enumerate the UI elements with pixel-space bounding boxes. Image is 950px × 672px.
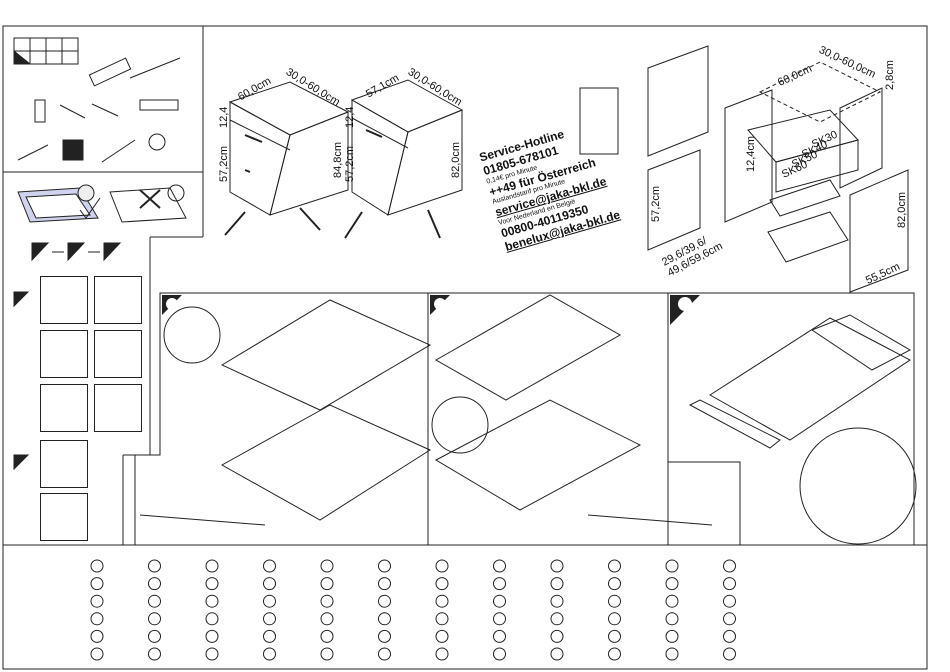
part-box-shelf-pin (94, 384, 142, 432)
checklist-circle[interactable] (263, 594, 276, 608)
checklist-circle[interactable] (550, 559, 564, 573)
checklist-circle[interactable] (608, 559, 621, 573)
checklist-circle[interactable] (205, 559, 219, 573)
checklist-circle[interactable] (493, 612, 506, 626)
checklist-circle[interactable] (493, 629, 506, 643)
checklist-circle[interactable] (90, 647, 104, 661)
checklist-circle[interactable] (435, 577, 449, 591)
checklist-circle[interactable] (723, 647, 736, 661)
checklist-circle[interactable] (263, 629, 276, 643)
checklist-circle[interactable] (90, 559, 104, 573)
checklist-circle[interactable] (723, 577, 736, 591)
part-box-hinge-plate (40, 384, 88, 432)
checklist-circle[interactable] (90, 612, 104, 626)
checklist-circle[interactable] (550, 612, 564, 626)
checklist-circle[interactable] (263, 559, 276, 573)
checklist-circle[interactable] (435, 559, 449, 573)
checklist-circle[interactable] (435, 594, 449, 608)
checklist-circle[interactable] (205, 594, 219, 608)
checklist-circle[interactable] (550, 647, 564, 661)
checklist-circle[interactable] (723, 612, 736, 626)
checklist-circle[interactable] (378, 594, 391, 608)
checklist-circle[interactable] (608, 577, 621, 591)
checklist-circle[interactable] (148, 612, 161, 626)
checklist-circle[interactable] (378, 629, 391, 643)
checklist-circle[interactable] (263, 612, 276, 626)
checklist-circle[interactable] (148, 559, 161, 573)
cab1-total-height: 84,8cm (332, 141, 344, 178)
checklist-circle[interactable] (205, 577, 219, 591)
checklist-circle[interactable] (90, 594, 104, 608)
checklist-circle[interactable] (205, 647, 219, 661)
checklist-circle[interactable] (378, 559, 391, 573)
checklist-circle[interactable] (263, 647, 276, 661)
checklist-circle[interactable] (263, 577, 276, 591)
checklist-circle[interactable] (205, 612, 219, 626)
checklist-circle[interactable] (608, 647, 621, 661)
cab1-door-height: 57,2cm (218, 145, 230, 182)
checklist-circle[interactable] (148, 577, 161, 591)
cab2-drawer-height: 12,4 (344, 106, 356, 128)
cab1-drawer-height: 12,4 (218, 106, 230, 128)
checklist-circle[interactable] (550, 577, 564, 591)
checklist-circle[interactable] (148, 629, 161, 643)
checklist-circle[interactable] (320, 647, 334, 661)
checklist-circle[interactable] (493, 559, 506, 573)
part-box-wood-dowel (40, 493, 88, 541)
checklist-circle[interactable] (378, 577, 391, 591)
exploded-side-height: 82,0cm (896, 191, 908, 228)
checklist-circle[interactable] (550, 594, 564, 608)
checklist-circle[interactable] (665, 577, 679, 591)
cab2-total-height: 82,0cm (450, 141, 462, 178)
checklist-circle[interactable] (608, 629, 621, 643)
checklist-circle[interactable] (320, 559, 334, 573)
checklist-circle[interactable] (608, 612, 621, 626)
checklist-circle[interactable] (435, 647, 449, 661)
cab2-door-height: 57,2cm (344, 145, 356, 182)
checklist-circle[interactable] (723, 629, 736, 643)
checklist-circle[interactable] (320, 577, 334, 591)
checklist-circle[interactable] (378, 612, 391, 626)
checklist-circle[interactable] (148, 594, 161, 608)
checklist-circle[interactable] (493, 577, 506, 591)
checklist-circle[interactable] (550, 629, 564, 643)
checklist-circle[interactable] (320, 629, 334, 643)
checklist-circle[interactable] (608, 594, 621, 608)
part-box-screw (94, 330, 142, 378)
checklist-circle[interactable] (665, 629, 679, 643)
checklist-circle[interactable] (435, 629, 449, 643)
checklist-circle[interactable] (320, 594, 334, 608)
part-box-cam-lock (40, 440, 88, 488)
checklist-circle[interactable] (665, 559, 679, 573)
checklist-circle[interactable] (493, 647, 506, 661)
checklist-circle[interactable] (148, 647, 161, 661)
exploded-drawer-height: 12,4cm (745, 135, 757, 172)
checklist-circle[interactable] (723, 594, 736, 608)
checklist-circle[interactable] (435, 612, 449, 626)
checklist-circle[interactable] (493, 594, 506, 608)
checklist-circle[interactable] (665, 594, 679, 608)
exploded-thickness: 2,8cm (884, 60, 896, 90)
checklist-circle[interactable] (90, 629, 104, 643)
part-box-dowel (40, 330, 88, 378)
checklist-circle[interactable] (320, 612, 334, 626)
part-box-cam-bolt (40, 276, 88, 324)
exploded-door-height: 57,2cm (650, 185, 662, 222)
checklist-circle[interactable] (90, 577, 104, 591)
checklist-circle[interactable] (665, 647, 679, 661)
checklist-circle[interactable] (665, 612, 679, 626)
checklist-circle[interactable] (723, 559, 736, 573)
checklist-circle[interactable] (205, 629, 219, 643)
part-box-cam-housing (94, 276, 142, 324)
checklist-circle[interactable] (378, 647, 391, 661)
